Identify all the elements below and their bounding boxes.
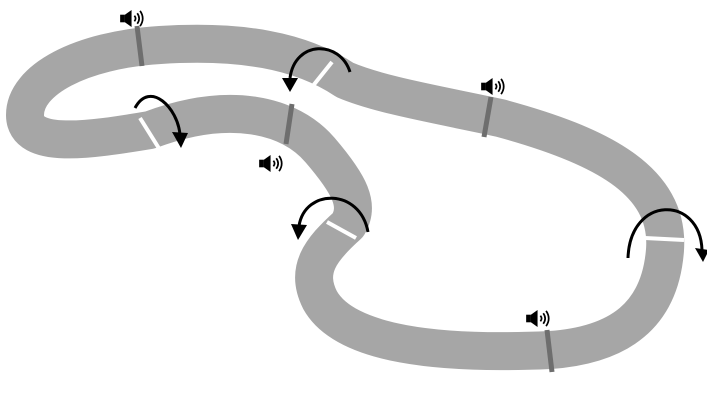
track-gap-4 xyxy=(644,236,685,242)
track-gaps xyxy=(138,60,685,242)
curved-arrow-icon-2 xyxy=(133,94,188,148)
track-marker-4 xyxy=(544,329,555,373)
speaker-icon-2 xyxy=(481,77,505,96)
track-markers xyxy=(134,25,555,373)
track-marker-1 xyxy=(134,25,145,67)
curved-arrow-icon-3 xyxy=(291,196,370,240)
track-marker-2 xyxy=(283,103,295,145)
track-gap-3 xyxy=(326,220,357,240)
loop-track xyxy=(6,24,685,371)
speaker-icon-4 xyxy=(526,309,550,328)
track-marker-3 xyxy=(481,96,494,138)
speaker-icon-1 xyxy=(120,9,144,28)
curved-arrow-icon-1 xyxy=(282,47,352,92)
curved-arrow-icon-4 xyxy=(626,208,707,262)
speaker-icon-3 xyxy=(259,154,283,173)
track-gap-1 xyxy=(306,60,334,94)
track-gap-2 xyxy=(138,116,162,152)
curved-arrows xyxy=(133,47,707,262)
